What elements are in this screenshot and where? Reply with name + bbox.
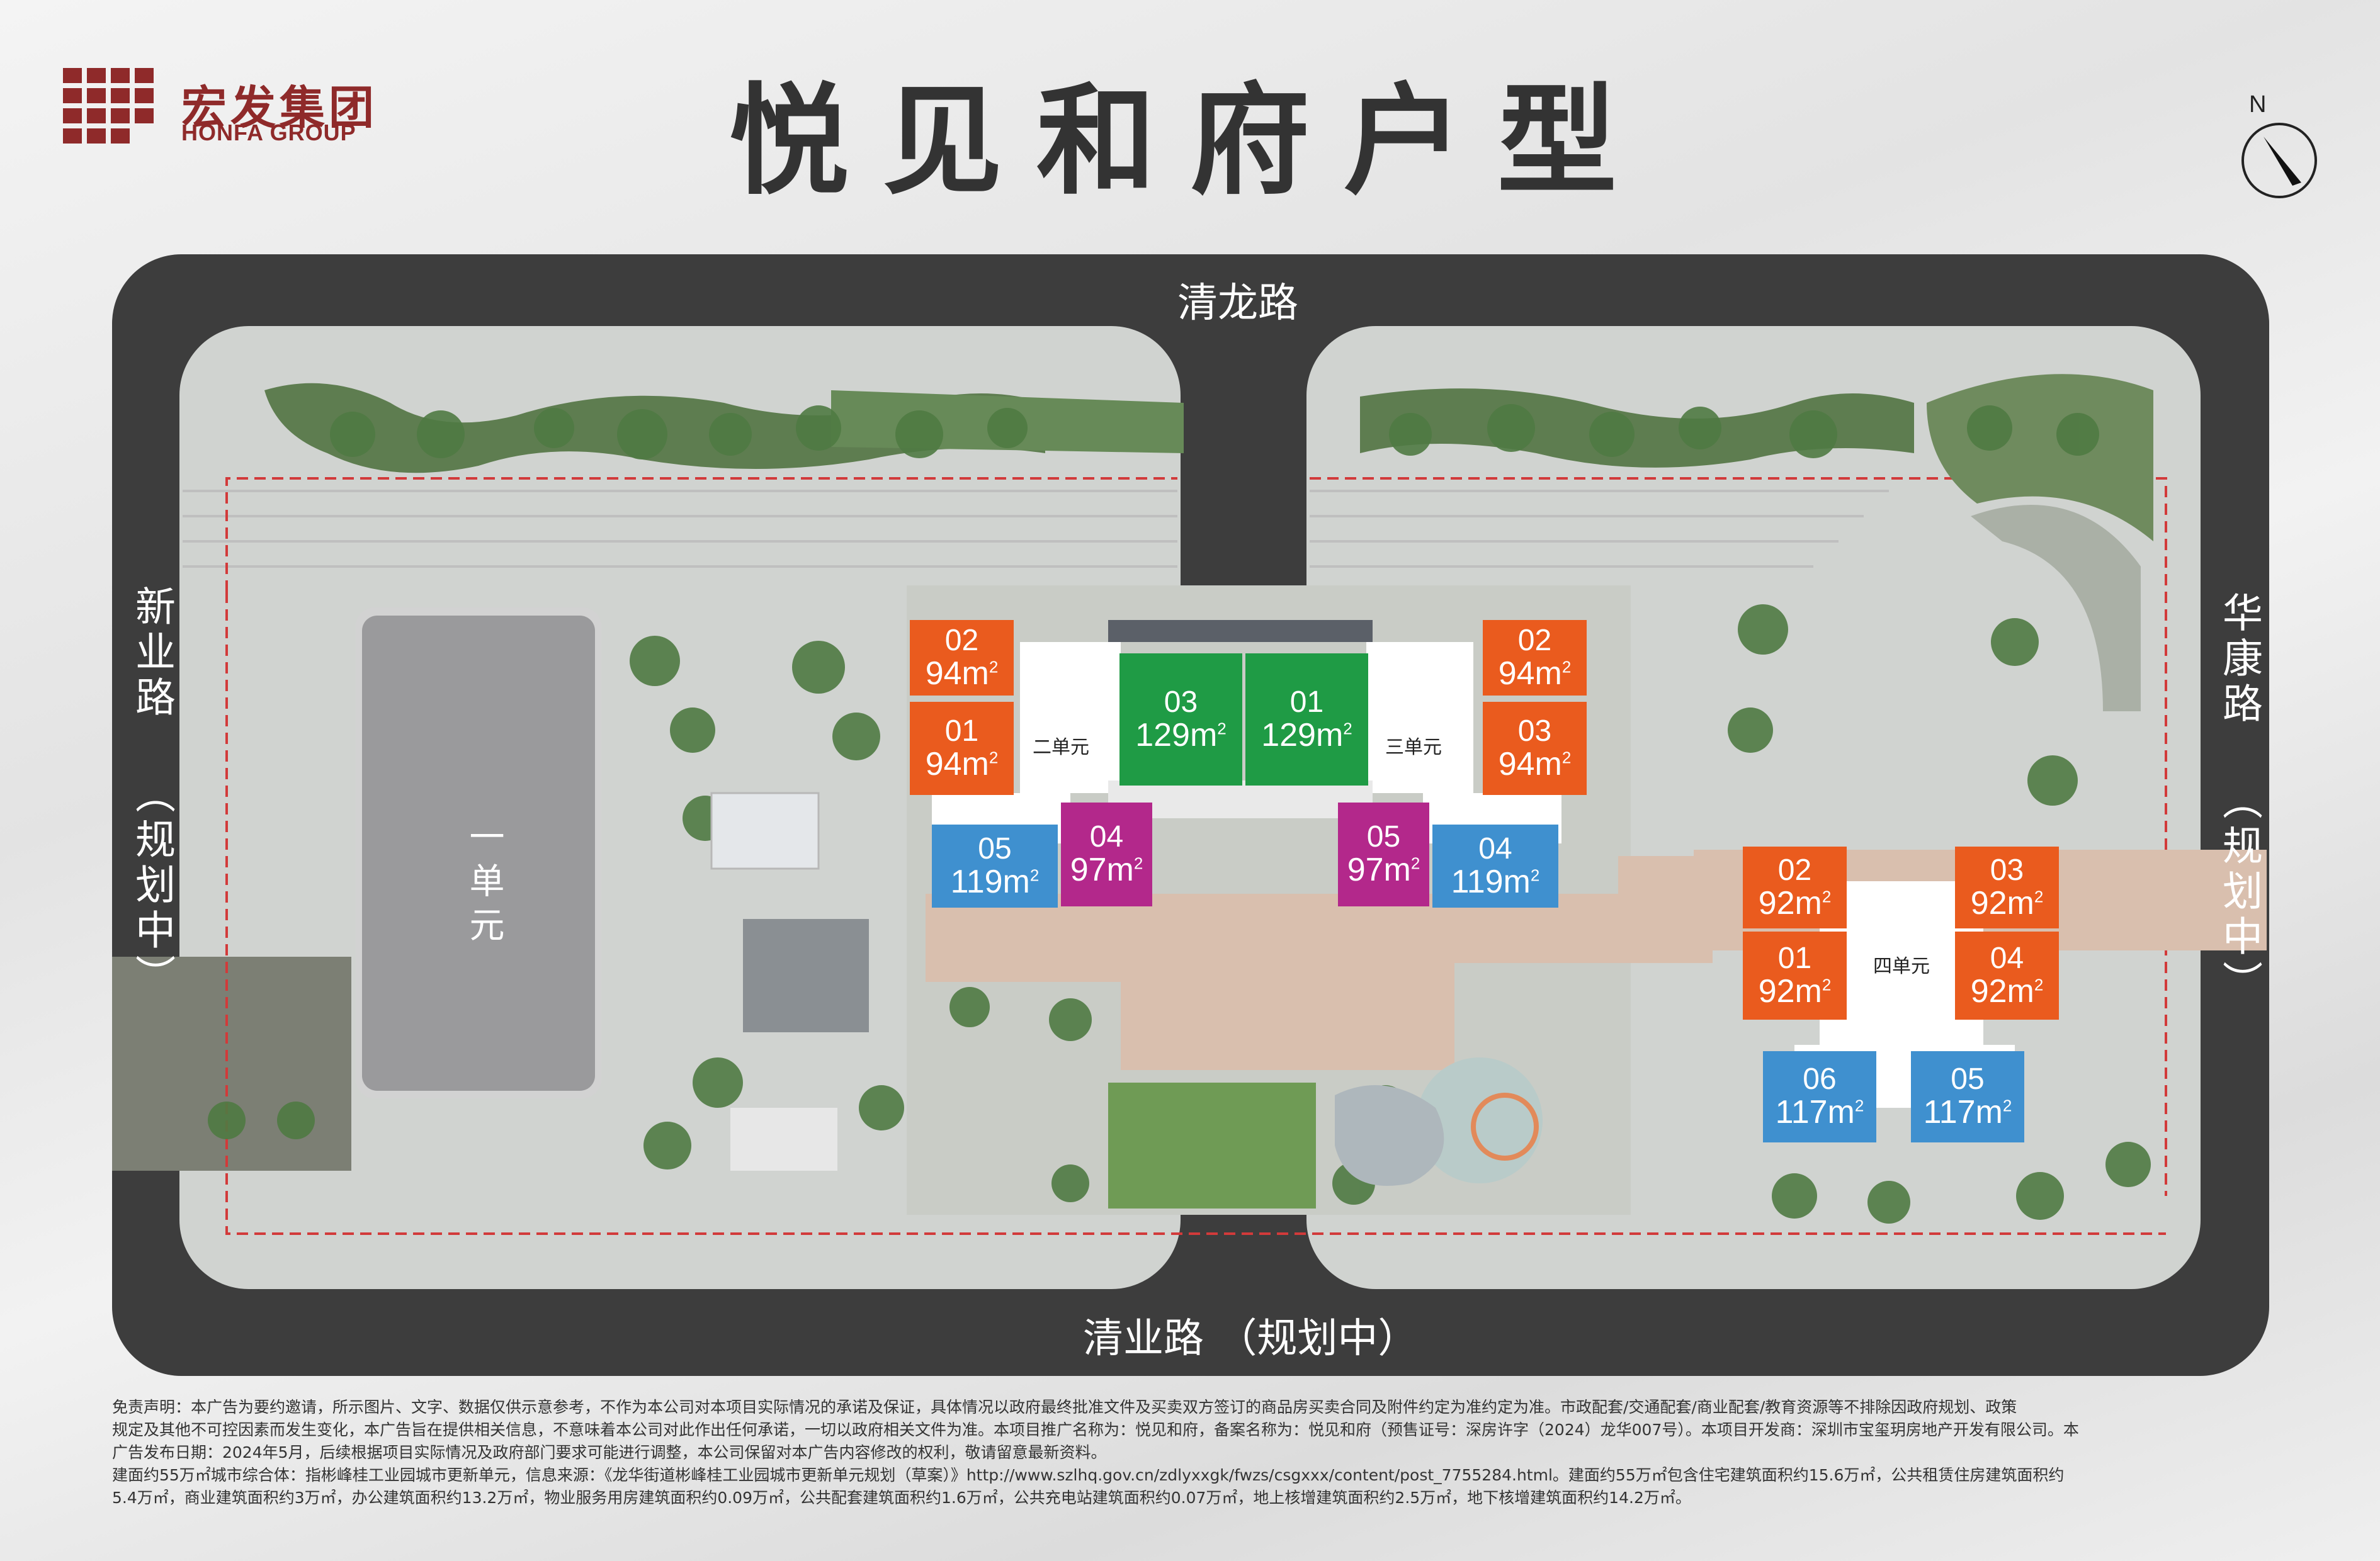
disclaimer-text: 免责声明：本广告为要约邀请，所示图片、文字、数据仅供示意参考，不作为本公司对本项…	[112, 1396, 2272, 1509]
pool-west	[710, 792, 820, 870]
unit-3-03[interactable]: 03 94m2	[1483, 702, 1587, 795]
unit-area: 117m	[1923, 1094, 2003, 1131]
unit-area-sup: 2	[1530, 865, 1540, 885]
disclaimer-line: 建面约55万㎡城市综合体：指彬峰桂工业园城市更新单元，信息来源：《龙华街道彬峰桂…	[112, 1466, 2065, 1484]
building-label-unit4: 四单元	[1873, 955, 1930, 978]
unit-area: 92m	[1970, 884, 2034, 921]
road-label-east: 华康路 （规划中）	[2216, 592, 2262, 1006]
unit-area-sup: 2	[2034, 887, 2044, 906]
unit-area-sup: 2	[1822, 975, 1832, 995]
road-label-south: 清业路 （规划中）	[1083, 1316, 1419, 1362]
unit-4-03[interactable]: 03 92m2	[1955, 847, 2059, 928]
unit-2-02[interactable]: 02 94m2	[910, 620, 1014, 696]
pavilion-west	[730, 1108, 837, 1171]
ramp-arc-ne	[1971, 505, 2141, 711]
unit-area-sup: 2	[1217, 719, 1227, 738]
unit-area-sup: 2	[2002, 1096, 2012, 1116]
unit-4-01[interactable]: 01 92m2	[1743, 932, 1847, 1020]
building-label-unit2: 二单元	[1033, 736, 1089, 758]
unit-number: 02	[1517, 623, 1552, 657]
unit-2-01[interactable]: 01 94m2	[910, 702, 1014, 795]
unit-area: 129m	[1135, 716, 1218, 753]
unit-area: 92m	[1970, 972, 2034, 1010]
unit-number: 03	[1990, 853, 2024, 887]
unit-3-04[interactable]: 04 119m2	[1432, 825, 1558, 908]
unit-area: 119m	[1451, 863, 1531, 900]
unit-area: 92m	[1758, 884, 1822, 921]
building-unit1	[362, 616, 595, 1091]
unit-area-sup: 2	[1133, 854, 1143, 874]
link-corridor	[1108, 780, 1373, 818]
unit-area: 97m	[1347, 852, 1411, 889]
unit-area-sup: 2	[2034, 975, 2044, 995]
unit-area-sup: 2	[1854, 1096, 1864, 1116]
unit-area: 94m	[925, 745, 989, 782]
unit-4-04[interactable]: 04 92m2	[1955, 932, 2059, 1020]
unit-4-02[interactable]: 02 92m2	[1743, 847, 1847, 928]
unit-area: 119m	[950, 863, 1030, 900]
unit-number: 05	[978, 831, 1012, 865]
unit-3-05[interactable]: 05 97m2	[1338, 803, 1429, 906]
building-label-unit3: 三单元	[1385, 736, 1442, 758]
play-ring	[1471, 1093, 1539, 1161]
road-label-west: 新业路 （规划中）	[128, 585, 175, 1000]
unit-number: 04	[1478, 831, 1512, 865]
unit-number: 03	[1517, 714, 1552, 748]
unit-2-05[interactable]: 05 119m2	[932, 825, 1058, 908]
unit-area: 94m	[1498, 655, 1562, 692]
disclaimer-line: 规定及其他不可控因素而发生变化，本广告旨在提供相关信息，不意味着本公司对此作出任…	[112, 1421, 2079, 1439]
disclaimer-line: 免责声明：本广告为要约邀请，所示图片、文字、数据仅供示意参考，不作为本公司对本项…	[112, 1398, 2017, 1416]
playground	[1417, 1057, 1543, 1183]
unit-number: 02	[1777, 853, 1812, 887]
compass-north-label: N	[2249, 91, 2267, 118]
unit-4-06[interactable]: 06 117m2	[1763, 1051, 1876, 1142]
unit-area: 97m	[1070, 852, 1134, 889]
unit-area-sup: 2	[1561, 657, 1572, 677]
disclaimer-line: 5.4万㎡，商业建筑面积约3万㎡，办公建筑面积约13.2万㎡，物业服务用房建筑面…	[112, 1489, 1691, 1507]
unit-number: 02	[944, 623, 979, 657]
unit-area: 129m	[1261, 716, 1344, 753]
unit-number: 05	[1366, 820, 1401, 854]
paving-lines	[183, 490, 1889, 568]
brand-name-en: HONFA GROUP	[181, 120, 356, 145]
unit-2-03[interactable]: 03 129m2	[1119, 653, 1242, 786]
page-title: 悦见和府户型	[728, 70, 1651, 211]
unit-area: 117m	[1775, 1094, 1855, 1131]
property-line	[225, 477, 2167, 1235]
water-feature	[1335, 1085, 1444, 1186]
unit-number: 01	[944, 714, 979, 748]
pool-west2	[743, 919, 869, 1032]
compass-icon	[2241, 123, 2317, 198]
bridge-north	[1108, 620, 1373, 642]
unit-number: 04	[1089, 820, 1124, 854]
unit-number: 04	[1990, 941, 2024, 975]
unit-number: 01	[1289, 685, 1324, 719]
building-label-unit1: 一单元	[463, 818, 504, 950]
unit-area: 94m	[925, 655, 989, 692]
unit-3-02[interactable]: 02 94m2	[1483, 620, 1587, 696]
unit-2-04[interactable]: 04 97m2	[1061, 803, 1152, 906]
unit-number: 05	[1951, 1062, 1985, 1096]
unit-area-sup: 2	[1343, 719, 1352, 738]
unit-4-05[interactable]: 05 117m2	[1911, 1051, 2024, 1142]
unit-area: 94m	[1498, 745, 1562, 782]
unit-area-sup: 2	[1029, 865, 1040, 885]
unit-number: 06	[1803, 1062, 1837, 1096]
unit-3-01[interactable]: 01 129m2	[1245, 653, 1368, 786]
unit-area-sup: 2	[1410, 854, 1420, 874]
honfa-logo-icon	[63, 68, 154, 144]
unit-area-sup: 2	[1822, 887, 1832, 906]
unit-area-sup: 2	[989, 657, 999, 677]
unit-number: 01	[1777, 941, 1812, 975]
unit-number: 03	[1164, 685, 1198, 719]
road-label-north: 清龙路	[1177, 280, 1298, 327]
lawn-south	[1108, 1083, 1316, 1209]
unit-area-sup: 2	[989, 748, 999, 767]
brand-name-cn: 宏发集团	[181, 81, 378, 134]
disclaimer-line: 广告发布日期：2024年5月，后续根据项目实际情况及政府部门要求可能进行调整，本…	[112, 1443, 1107, 1462]
unit-area-sup: 2	[1561, 748, 1572, 767]
walkway	[926, 856, 1713, 1070]
unit-area: 92m	[1758, 972, 1822, 1010]
